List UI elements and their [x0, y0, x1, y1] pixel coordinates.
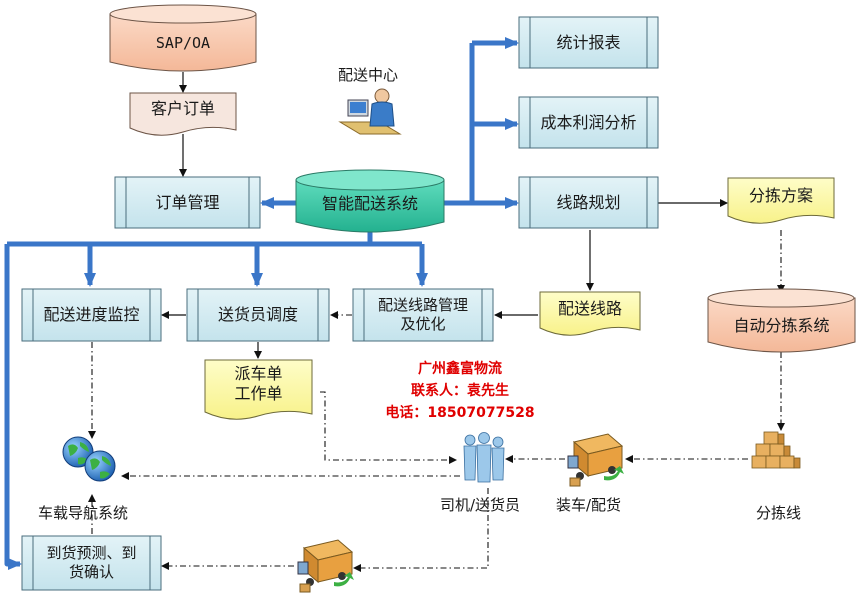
doc-delivery-route — [539, 291, 641, 336]
sort-plan-label: 分拣方案 — [748, 186, 813, 205]
auto-sort-label: 自动分拣系统 — [733, 316, 830, 335]
nav-system-label: 车载导航系统 — [38, 504, 129, 522]
dashed-connectors — [88, 230, 785, 572]
doc-sort-plan — [727, 177, 835, 224]
auto-sort-cylinder — [707, 288, 856, 353]
arrow-to-arrival — [4, 244, 22, 570]
order-mgmt-label: 订单管理 — [155, 192, 220, 212]
doc-workorder — [204, 359, 313, 420]
route-opt-label: 配送线路管理 及优化 — [377, 296, 468, 333]
stats-label: 统计报表 — [556, 32, 621, 52]
boxes-icon — [751, 431, 801, 469]
box-stats — [518, 16, 659, 69]
arrow-workorder-to-driver — [320, 391, 457, 464]
box-route-opt — [352, 288, 494, 342]
customer-order-label: 客户订单 — [150, 99, 215, 118]
process-boxes — [21, 16, 659, 591]
box-order-mgmt — [114, 176, 261, 229]
smart-system-label: 智能配送系统 — [321, 194, 418, 213]
loading-label: 装车/配货 — [556, 496, 622, 514]
thin-connectors — [161, 72, 728, 359]
sap-cylinder — [109, 4, 257, 72]
people-icon — [463, 432, 505, 483]
contact-person: 联系人：袁先生 — [411, 383, 509, 399]
cost-label: 成本利润分析 — [540, 112, 637, 132]
distribution-center-label: 配送中心 — [338, 66, 399, 84]
driver-label: 司机/送货员 — [440, 496, 521, 514]
truck-icon — [567, 433, 624, 487]
box-dispatch — [186, 288, 330, 342]
globe-icon — [62, 436, 116, 482]
system-cylinder — [295, 169, 445, 233]
dispatch-label: 送货员调度 — [217, 305, 298, 324]
box-cost — [518, 96, 659, 149]
box-route-plan — [518, 176, 659, 229]
truck-icon-bottom — [297, 539, 354, 593]
box-monitor — [21, 288, 162, 342]
delivery-route-label: 配送线路 — [557, 299, 622, 318]
workorder-label: 派车单 工作单 — [234, 364, 283, 403]
box-arrival — [21, 535, 162, 591]
doc-customer-order — [129, 92, 237, 136]
contact-phone: 电话：18507077528 — [385, 405, 535, 421]
line-system-trunk — [440, 43, 475, 206]
contact-company: 广州鑫富物流 — [418, 361, 502, 377]
route-plan-label: 线路规划 — [556, 192, 621, 212]
monitor-label: 配送进度监控 — [43, 305, 140, 324]
sap-oa-label: SAP/OA — [155, 33, 211, 52]
sort-line-label: 分拣线 — [756, 504, 802, 522]
arrival-label: 到货预测、到 货确认 — [46, 544, 137, 581]
computer-user-icon — [338, 88, 402, 135]
